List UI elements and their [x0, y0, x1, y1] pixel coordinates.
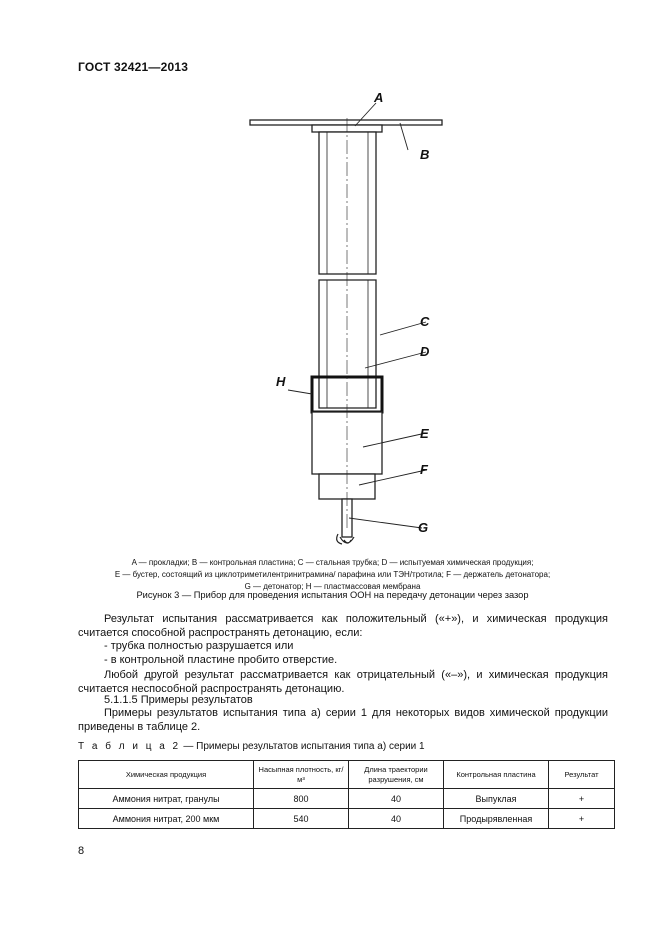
table-cell: + [548, 808, 615, 829]
table-cell: 40 [348, 808, 444, 829]
table-cell: Аммония нитрат, 200 мкм [78, 808, 254, 829]
paragraph-positive-result: Результат испытания рассматривается как … [78, 613, 608, 639]
table-cell: 40 [348, 788, 444, 809]
table-header-row: Химическая продукция Насыпная плотность,… [78, 760, 615, 789]
paragraph-negative-result: Любой другой результат рассматривается к… [78, 669, 608, 695]
figure-legend: A — прокладки; B — контрольная пластина;… [80, 557, 585, 593]
results-table: Химическая продукция Насыпная плотность,… [78, 760, 615, 829]
condition-plate-pierced: - в контрольной пластине пробито отверст… [104, 654, 338, 666]
label-g: G [418, 520, 428, 535]
figure-caption: Рисунок 3 — Прибор для проведения испыта… [136, 590, 529, 600]
col-header-density: Насыпная плотность, кг/м³ [253, 760, 349, 789]
label-f: F [420, 462, 429, 477]
table-cell: Продырявленная [443, 808, 549, 829]
label-a: A [373, 90, 383, 105]
table-cell: + [548, 788, 615, 809]
legend-line: G — детонатор; H — пластмассовая мембран… [244, 582, 421, 591]
paragraph-examples: Примеры результатов испытания типа а) се… [78, 707, 608, 733]
control-plate [249, 119, 443, 126]
label-e: E [420, 426, 429, 441]
legend-line: E — бустер, состоящий из циклотриметилен… [114, 570, 551, 579]
table-cell: Аммония нитрат, гранулы [78, 788, 254, 809]
table-cell: 800 [253, 788, 349, 809]
steel-tube-upper [318, 131, 377, 275]
table-caption-text: — Примеры результатов испытания типа а) … [180, 741, 425, 752]
table-cell: 540 [253, 808, 349, 829]
condition-tube-destroyed: - трубка полностью разрушается или [104, 640, 294, 652]
table-row: Аммония нитрат, гранулы 800 40 Выпуклая … [78, 788, 615, 809]
col-header-result: Результат [548, 760, 615, 789]
label-c: C [420, 314, 430, 329]
table-caption-prefix: Т а б л и ц а 2 [78, 741, 181, 752]
document-header: ГОСТ 32421—2013 [78, 60, 189, 74]
col-header-product: Химическая продукция [78, 760, 254, 789]
label-d: D [420, 344, 430, 359]
legend-line: A — прокладки; B — контрольная пластина;… [131, 558, 534, 567]
label-h: H [276, 374, 286, 389]
label-b: B [420, 147, 429, 162]
col-header-plate: Контрольная пластина [443, 760, 549, 789]
steel-tube-lower [318, 279, 377, 409]
table-caption: Т а б л и ц а 2 — Примеры результатов ис… [78, 741, 425, 752]
table-row: Аммония нитрат, 200 мкм 540 40 Продырявл… [78, 808, 615, 829]
table-cell: Выпуклая [443, 788, 549, 809]
figure-3-apparatus: A B C D H E F G [249, 90, 443, 545]
page-number: 8 [78, 845, 85, 857]
section-heading: 5.1.1.5 Примеры результатов [104, 694, 253, 706]
col-header-length: Длина траектории разрушения, см [348, 760, 444, 789]
